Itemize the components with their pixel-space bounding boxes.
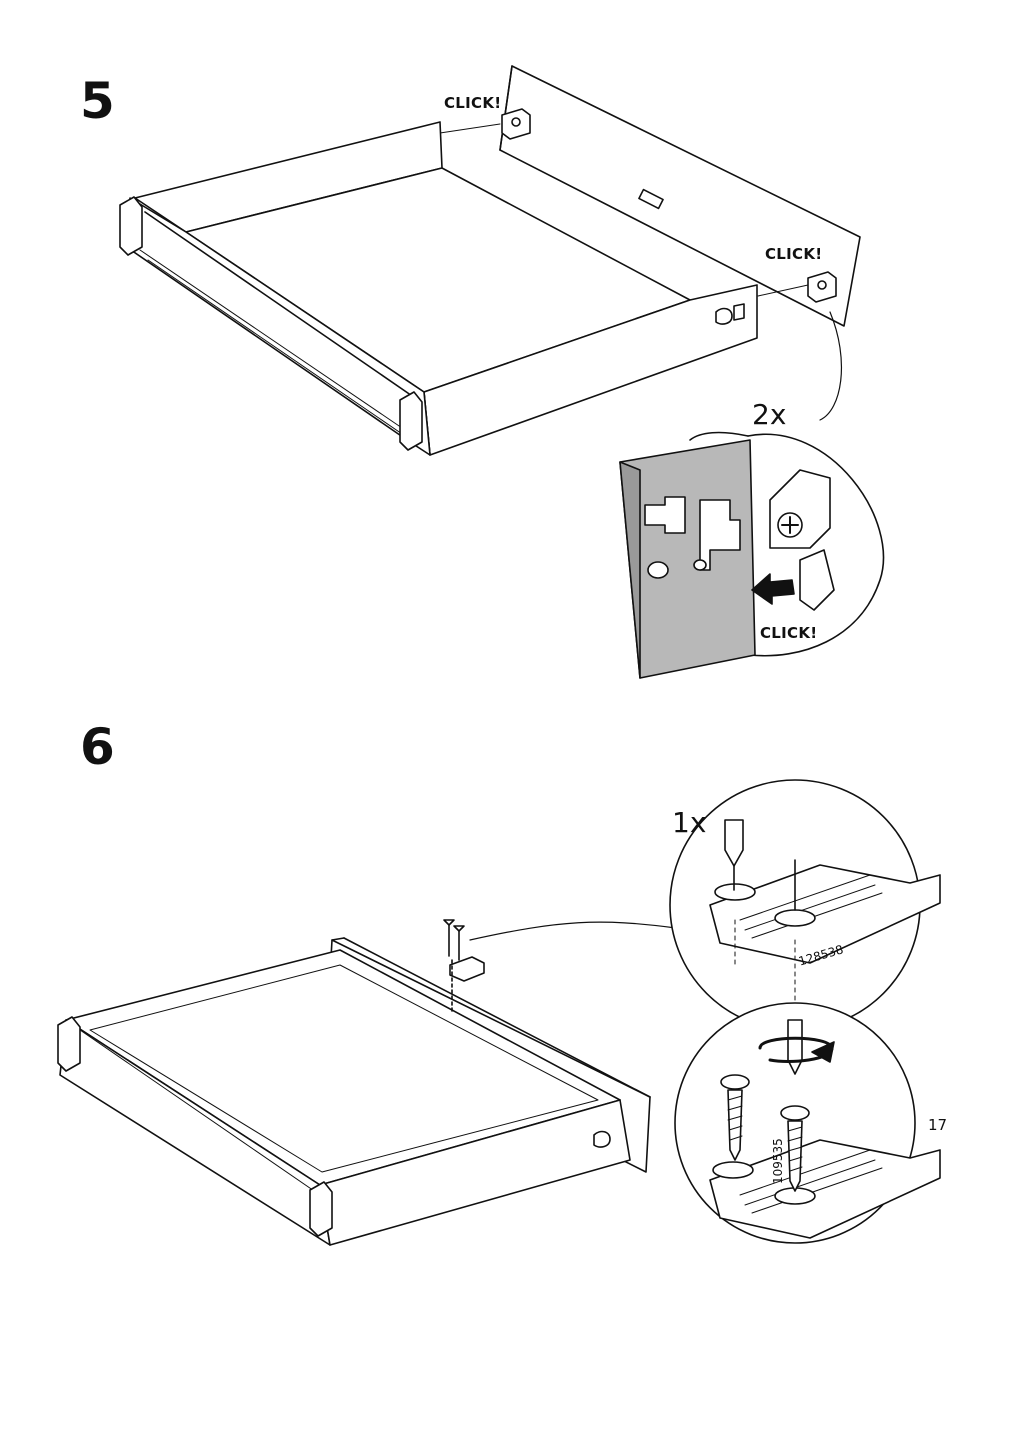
click-label-2: CLICK! [765,245,823,263]
quantity-label-step6: 1x [672,806,707,839]
step5-drawer-illustration [119,65,861,456]
step6-detail-circle-top [669,779,941,1031]
step-number-5: 5 [80,72,115,130]
quantity-label-step5: 2x [752,398,787,431]
step5-detail-bubble [619,311,885,679]
step6-detail-circle-bottom [674,1002,941,1244]
click-label-1: CLICK! [444,94,502,112]
drawer-body [119,121,758,456]
step6-drawer-illustration [57,919,677,1246]
step6-screws [443,919,465,1013]
panel-bracket-left [501,108,531,140]
step-number-6: 6 [80,718,115,776]
click-label-3: CLICK! [760,624,818,642]
page-number: 17 [928,1116,948,1134]
panel-bracket-right [807,271,837,303]
push-arrow-icon [751,573,795,605]
part-number-109535: 109535 [771,1138,785,1184]
